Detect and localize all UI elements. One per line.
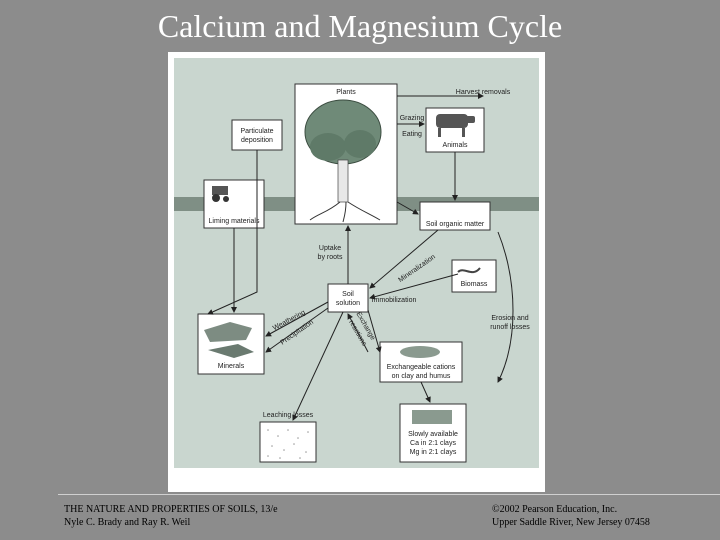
exchangeable-label-line2: on clay and humus xyxy=(392,373,451,380)
particulate-label-line2: deposition xyxy=(241,137,273,144)
arrow-particulate xyxy=(207,150,258,315)
biomass-label: Biomass xyxy=(461,281,488,288)
rock-icon xyxy=(204,322,254,358)
uptake-label-line2: by roots xyxy=(318,254,343,261)
plants-label: Plants xyxy=(336,89,356,96)
soil-solution-box xyxy=(327,283,369,313)
exchangeable-label-line1: Exchangeable cations xyxy=(387,364,456,371)
footer-book-title: THE NATURE AND PROPERTIES OF SOILS, 13/e xyxy=(64,504,278,515)
erosion-label-line1: Erosion and xyxy=(491,315,528,322)
erosion-label-line2: runoff losses xyxy=(490,324,530,331)
tree-icon xyxy=(304,99,382,223)
footer-location: Upper Saddle River, New Jersey 07458 xyxy=(492,517,650,528)
animals-label: Animals xyxy=(443,142,468,149)
clay-particle-icon xyxy=(400,346,440,358)
leaching-label: Leaching losses xyxy=(263,412,314,419)
arrow-leaching xyxy=(292,311,344,421)
arrow-exchange xyxy=(367,309,382,353)
uptake-label-line1: Uptake xyxy=(319,245,341,252)
cycle-diagram: Plants Animals Particulate deposition xyxy=(168,52,545,492)
arrow-slowly xyxy=(420,381,431,403)
immobilization-label: Immobilization xyxy=(372,297,417,304)
flow-arrows xyxy=(207,93,514,421)
grazing-label: Grazing xyxy=(400,115,425,122)
clay-layer-icon xyxy=(412,410,452,424)
harvest-label: Harvest removals xyxy=(456,89,511,96)
arrow-exchange-back xyxy=(347,313,369,353)
footer-divider xyxy=(58,494,720,495)
arrow-weathering xyxy=(265,301,329,337)
biomass-box xyxy=(451,259,497,293)
particulate-deposition-box xyxy=(231,119,283,151)
soil-organic-label: Soil organic matter xyxy=(426,221,485,228)
leaching-dots xyxy=(267,429,309,459)
arrow-biomass-to-solution xyxy=(369,273,459,300)
slowly-label-line1: Slowly available xyxy=(408,431,458,438)
worm-icon xyxy=(457,267,481,274)
footer-citation: THE NATURE AND PROPERTIES OF SOILS, 13/e… xyxy=(64,503,278,529)
footer-authors: Nyle C. Brady and Ray R. Weil xyxy=(64,517,191,528)
soil-solution-label-line2: solution xyxy=(336,300,360,307)
footer-publisher: ©2002 Pearson Education, Inc. xyxy=(492,504,618,515)
slowly-label-line3: Mg in 2:1 clays xyxy=(410,449,457,456)
leaching-box xyxy=(259,421,317,463)
minerals-label: Minerals xyxy=(218,363,245,370)
cow-icon xyxy=(436,114,475,137)
particulate-label-line1: Particulate xyxy=(240,128,273,135)
liming-label: Liming materials xyxy=(209,218,260,225)
tractor-icon xyxy=(212,186,229,202)
slide-title: Calcium and Magnesium Cycle xyxy=(157,8,563,44)
arrow-erosion xyxy=(497,231,514,383)
arrow-plants-to-som xyxy=(396,201,419,215)
footer-copyright: ©2002 Pearson Education, Inc. Upper Sadd… xyxy=(492,503,650,529)
cycle-diagram-svg: Plants Animals Particulate deposition xyxy=(174,58,539,468)
eating-label: Eating xyxy=(402,131,422,138)
soil-solution-label-line1: Soil xyxy=(342,291,354,298)
arrow-precipitation xyxy=(265,307,329,353)
soil-organic-matter-box xyxy=(419,201,491,231)
arrow-mineralization xyxy=(369,229,439,289)
slowly-label-line2: Ca in 2:1 clays xyxy=(410,440,456,447)
